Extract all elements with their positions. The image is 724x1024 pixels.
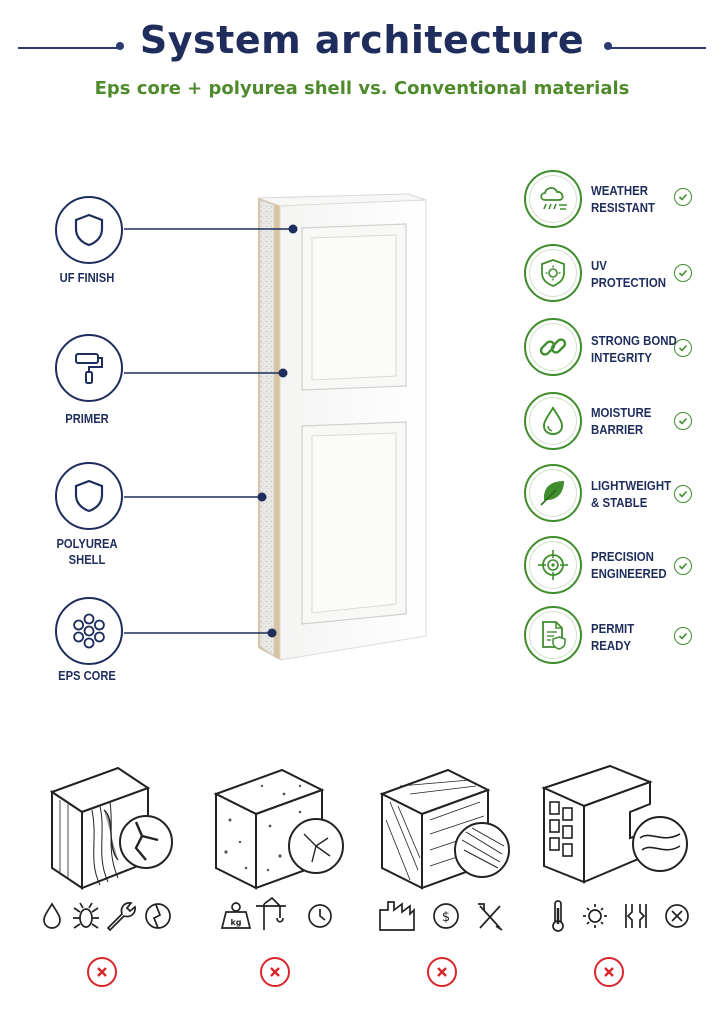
beads-icon <box>73 613 105 649</box>
feature-lightweight-badge <box>524 464 582 522</box>
check-icon <box>674 485 692 503</box>
title-dot-left <box>116 42 124 50</box>
factory-icon <box>379 901 415 931</box>
feature-label-uv: UV PROTECTION <box>591 258 667 290</box>
layer-uf-finish-badge <box>55 196 123 264</box>
page-subtitle: Eps core + polyurea shell vs. Convention… <box>94 78 630 99</box>
wrench-icon <box>106 902 136 932</box>
feature-moisture-badge <box>524 392 582 450</box>
title-rule-right <box>610 47 706 49</box>
check-icon <box>674 557 692 575</box>
feature-permit-badge <box>524 606 582 664</box>
feature-label-weather: WEATHER RESISTANT <box>591 183 655 215</box>
wood-fail-icon <box>87 957 117 987</box>
crane-icon <box>256 896 286 930</box>
upvc-profile-illustration <box>541 764 688 884</box>
dollar-sign-label: $ <box>442 910 450 925</box>
sun-icon <box>583 904 607 928</box>
feature-label-precision: PRECISION ENGINEERED <box>591 549 667 581</box>
expansion-gap-icon <box>625 904 647 928</box>
water-drop-icon <box>543 406 563 435</box>
cloud-rain-wind-icon <box>540 187 567 210</box>
sun-shield-icon <box>541 259 565 287</box>
check-icon <box>674 188 692 206</box>
upvc-issue-icons <box>552 900 689 932</box>
check-icon <box>674 627 692 645</box>
fiber-issue-icons: $ <box>379 901 503 931</box>
layer-polyurea-badge <box>55 462 123 530</box>
shield-icon <box>74 479 104 513</box>
feature-label-permit: PERMIT READY <box>591 621 635 653</box>
paint-roller-icon <box>75 353 103 384</box>
layer-label-polyurea: POLYUREA SHELL <box>56 536 118 567</box>
feature-label-bond: STRONG BOND INTEGRITY <box>591 333 677 365</box>
feature-label-lightweight: LIGHTWEIGHT & STABLE <box>591 478 672 510</box>
leader-dot-polyurea <box>257 492 267 502</box>
weight-kg-label: kg <box>230 918 241 927</box>
title-dot-right <box>604 42 612 50</box>
feature-bond-badge <box>524 318 582 376</box>
upvc-fail-icon <box>594 957 624 987</box>
clock-icon <box>308 904 332 928</box>
leader-dot-uf-finish <box>288 224 298 234</box>
check-icon <box>674 412 692 430</box>
crosshair-icon <box>538 550 568 580</box>
check-icon <box>674 264 692 282</box>
page-title: System architecture <box>139 18 585 62</box>
wood-issue-icons <box>43 902 171 932</box>
feature-label-moisture: MOISTURE BARRIER <box>591 405 652 437</box>
layer-label-uf-finish: UF FINISH <box>59 270 115 285</box>
weight-icon <box>220 902 252 929</box>
wood-block-illustration <box>49 766 173 890</box>
concrete-fail-icon <box>260 957 290 987</box>
fiber-block-illustration <box>379 768 510 890</box>
leaf-icon <box>540 481 564 506</box>
check-icon <box>674 339 692 357</box>
water-drop-icon <box>43 902 61 929</box>
leader-dot-primer <box>278 368 288 378</box>
feature-uv-badge <box>524 244 582 302</box>
concrete-issue-icons: kg <box>220 896 332 930</box>
door-cross-section <box>257 193 427 661</box>
layer-label-primer: PRIMER <box>65 411 109 426</box>
thermometer-icon <box>552 900 564 932</box>
conventional-materials-row: kg $ <box>43 764 689 932</box>
layer-label-eps-core: EPS CORE <box>58 668 116 683</box>
bug-icon <box>73 902 99 929</box>
x-circle-icon <box>665 904 689 928</box>
fiber-fail-icon <box>427 957 457 987</box>
chain-link-icon <box>539 338 567 356</box>
feature-precision-badge <box>524 536 582 594</box>
feature-weather-badge <box>524 170 582 228</box>
certified-document-icon <box>542 621 566 650</box>
title-rule-left <box>18 47 122 49</box>
leader-dot-eps <box>267 628 277 638</box>
leader-lines <box>124 224 298 638</box>
dollar-coin-icon <box>433 903 459 929</box>
tools-icon <box>478 903 503 931</box>
layer-eps-core-badge <box>55 597 123 665</box>
layer-primer-badge <box>55 334 123 402</box>
concrete-block-illustration <box>213 768 344 890</box>
shield-icon <box>74 213 104 247</box>
crack-icon <box>145 903 171 929</box>
